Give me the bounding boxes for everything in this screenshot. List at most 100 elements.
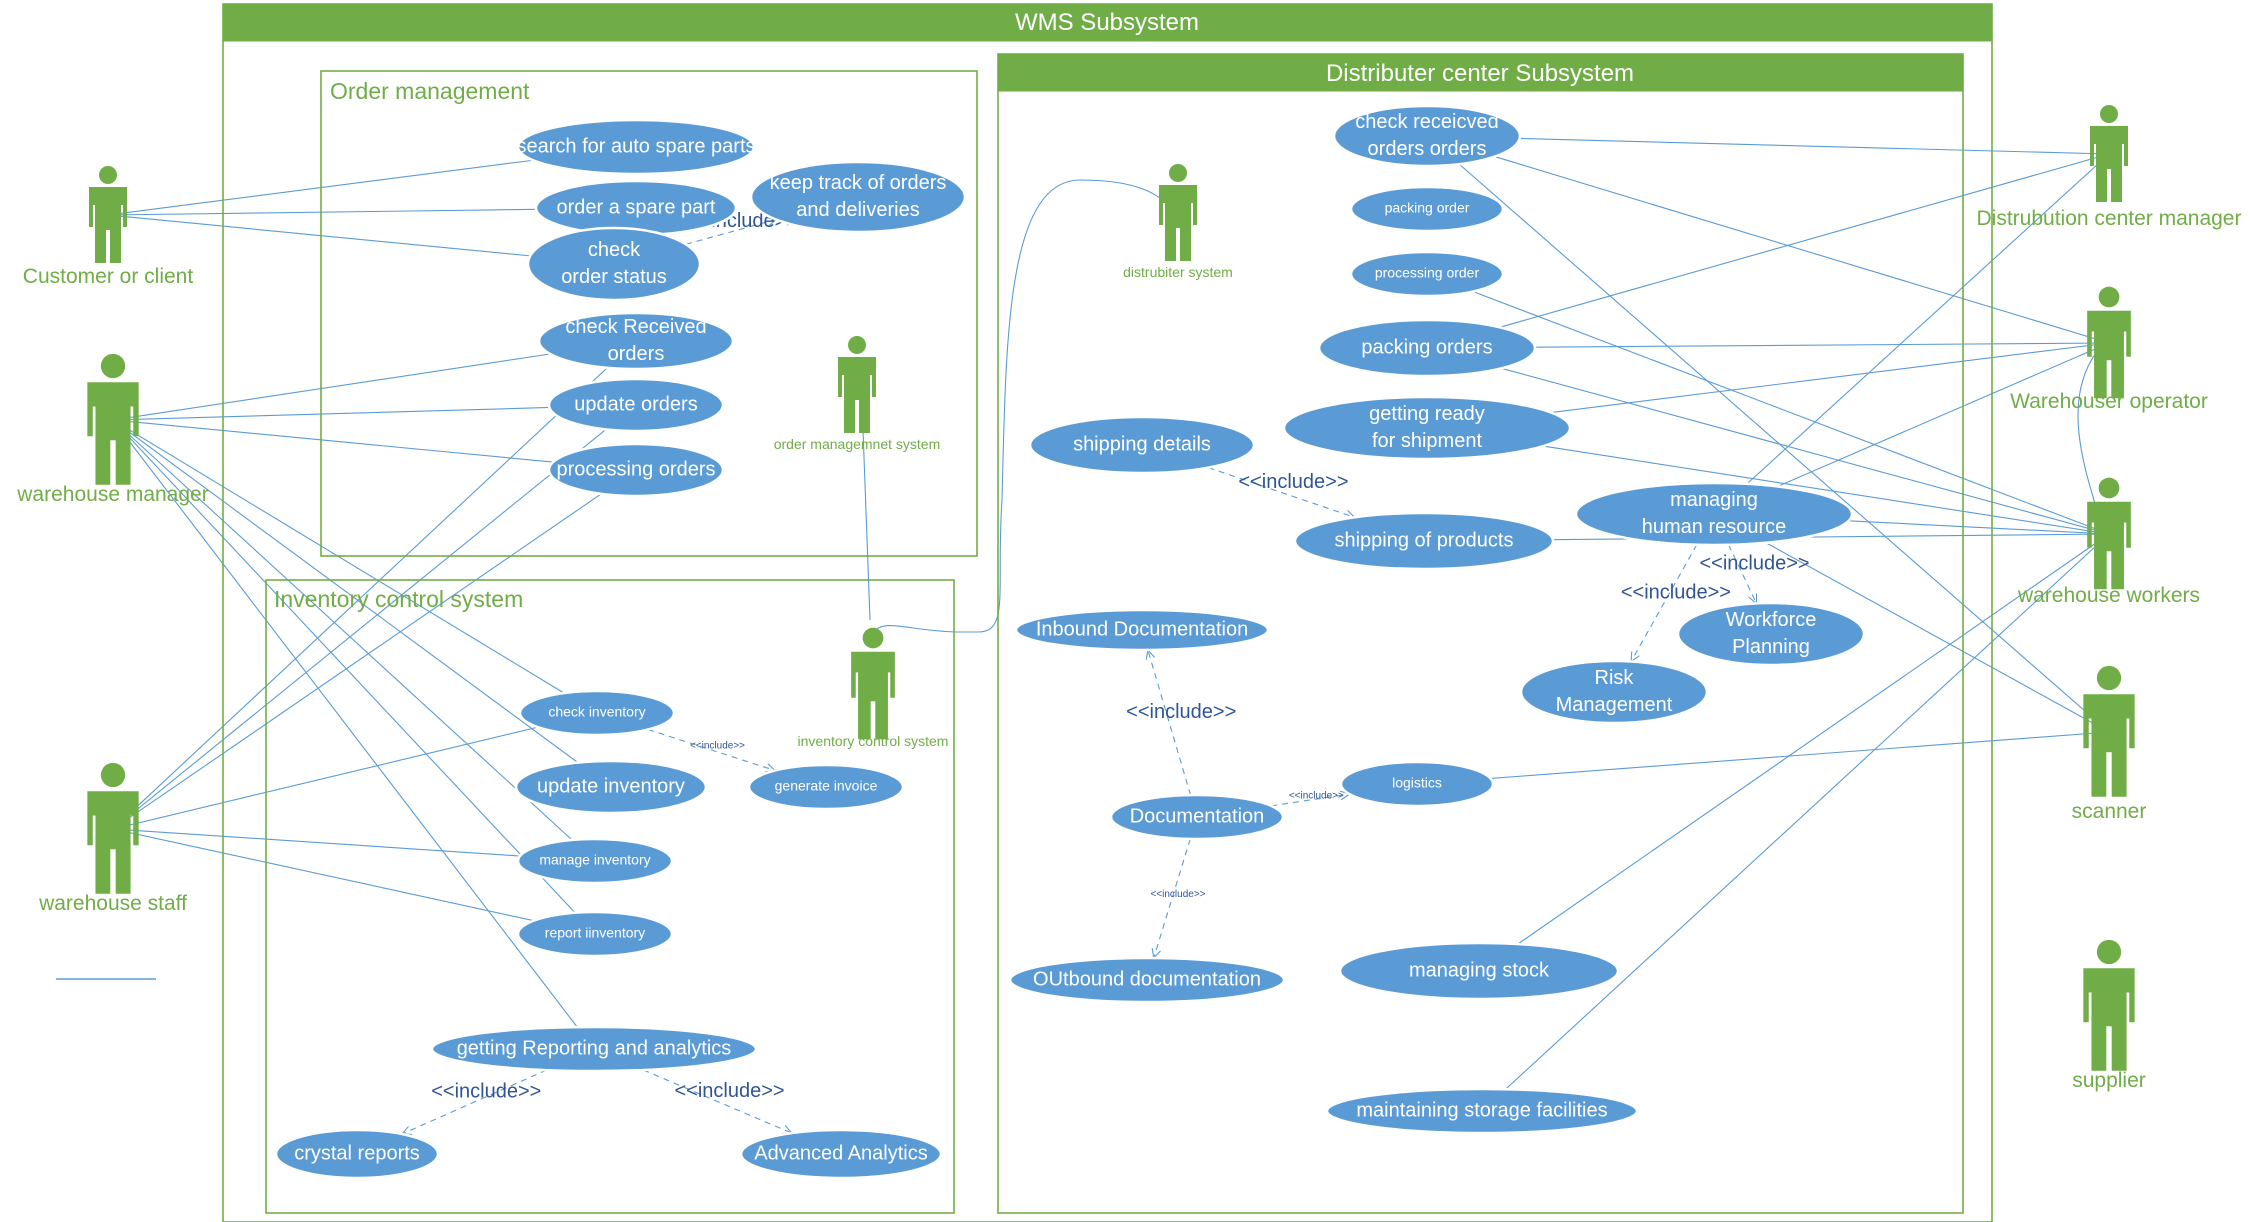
actor-label: inventory control system [798,733,949,749]
use-case-label: order status [561,266,667,288]
use-case-packing-order[interactable]: packing order [1349,185,1505,233]
include-label: <<include>> [1238,471,1348,493]
use-case-packing-orders[interactable]: packing orders [1317,318,1537,378]
actor-oms[interactable]: order managemnet system [774,336,941,452]
use-case-label: Workforce [1726,609,1817,631]
actor-label: Warehouser operator [2010,390,2208,413]
use-case-label: shipping details [1073,433,1211,455]
use-case-ellipse [518,689,676,737]
use-case-label: crystal reports [294,1142,420,1164]
actor-distributer[interactable]: distrubiter system [1123,164,1233,280]
use-case-crystal-reports[interactable]: crystal reports [274,1128,440,1180]
association-line [862,429,871,621]
use-case-processing-orders-om[interactable]: processing orders [547,442,725,498]
association-line [1543,445,2110,535]
include-arrow [1630,544,1698,662]
actor-scanner[interactable]: scanner [2072,665,2147,823]
use-case-label: processing order [1375,265,1480,281]
use-case-label: Risk [1595,667,1635,689]
actor-ics[interactable]: inventory control system [798,627,949,749]
use-case-advanced-analytics[interactable]: Advanced Analytics [739,1128,943,1180]
use-case-ellipse [1293,511,1555,571]
use-case-ellipse [1338,941,1620,1001]
use-case-label: check Received [565,316,706,338]
person-icon [1159,164,1197,261]
use-case-search-parts[interactable]: search for auto spare parts [516,118,756,176]
use-case-reporting-analytics[interactable]: getting Reporting and analytics [430,1025,758,1073]
actor-wh-operator[interactable]: Warehouser operator [2010,286,2208,413]
wms-subsystem-boundary: WMS Subsystem [222,3,1993,1222]
association-line [1505,533,2110,1090]
use-case-managing-stock[interactable]: managing stock [1338,941,1620,1001]
actor-dc-manager[interactable]: Distrubution center manager [1977,105,2242,230]
use-case-ellipse [1028,415,1256,475]
use-case-update-inventory[interactable]: update inventory [514,759,708,815]
inventory-control-frame [265,579,955,1214]
actor-customer[interactable]: Customer or client [23,166,194,288]
use-case-label: managing [1670,489,1758,511]
use-case-shipping-details[interactable]: shipping details [1028,415,1256,475]
include-label: <<include>> [675,1080,785,1102]
association-line [112,353,551,421]
use-case-ellipse [739,1128,943,1180]
include-arrow [643,1069,793,1134]
association-line [1765,542,2110,733]
use-case-order-part[interactable]: order a spare part [534,179,738,237]
association-line [112,428,607,830]
use-case-label: Management [1556,694,1673,716]
use-case-label: for shipment [1372,430,1482,452]
include-arrow [401,1069,547,1135]
use-case-ellipse [516,837,674,885]
actor-wh-staff[interactable]: warehouse staff [38,762,187,915]
wms-title: WMS Subsystem [1015,9,1199,36]
use-case-label: manage inventory [539,852,650,868]
use-case-ellipse [516,118,756,176]
actor-supplier[interactable]: supplier [2072,939,2146,1092]
order-management-title: Order management [330,78,530,104]
use-case-shipping-products[interactable]: shipping of products [1293,511,1555,571]
use-case-update-orders[interactable]: update orders [547,377,725,433]
use-case-report-inventory[interactable]: report iinventory [516,910,674,958]
association-line [1501,367,2110,535]
use-case-label: processing orders [557,458,716,480]
use-case-ellipse [1574,481,1854,547]
use-case-processing-order[interactable]: processing order [1349,250,1505,298]
association-line [1550,342,2110,414]
use-case-label: report iinventory [545,925,645,941]
association-line [112,726,539,830]
person-icon [87,353,139,485]
include-label: <<include>> [1621,581,1731,603]
include-arrow [647,728,776,772]
use-case-documentation[interactable]: Documentation [1109,793,1285,841]
use-case-storage-facilities[interactable]: maintaining storage facilities [1325,1087,1639,1135]
actor-wh-manager[interactable]: warehouse manager [16,353,209,506]
use-case-label: update inventory [537,775,685,797]
actor-wh-workers[interactable]: warehouse workers [2017,477,2200,607]
use-case-ellipse [1519,659,1709,725]
association-line [112,419,576,914]
use-case-inbound-doc[interactable]: Inbound Documentation [1014,608,1270,652]
association-line [107,208,537,216]
actor-label: warehouse workers [2017,584,2200,607]
use-case-manage-inventory[interactable]: manage inventory [516,837,674,885]
person-icon [2083,939,2135,1071]
include-arrow [1208,467,1355,518]
use-case-logistics[interactable]: logistics [1339,760,1495,808]
use-case-check-inventory[interactable]: check inventory [518,689,676,737]
actor-label: Distrubution center manager [1977,207,2242,230]
person-icon [87,762,139,894]
use-case-outbound-doc[interactable]: OUtbound documentation [1008,956,1286,1004]
person-icon [89,166,127,263]
use-case-label: and deliveries [796,199,919,221]
actors: Customer or client warehouse manager wareh… [16,105,2241,1092]
use-case-generate-invoice[interactable]: generate invoice [747,763,905,811]
